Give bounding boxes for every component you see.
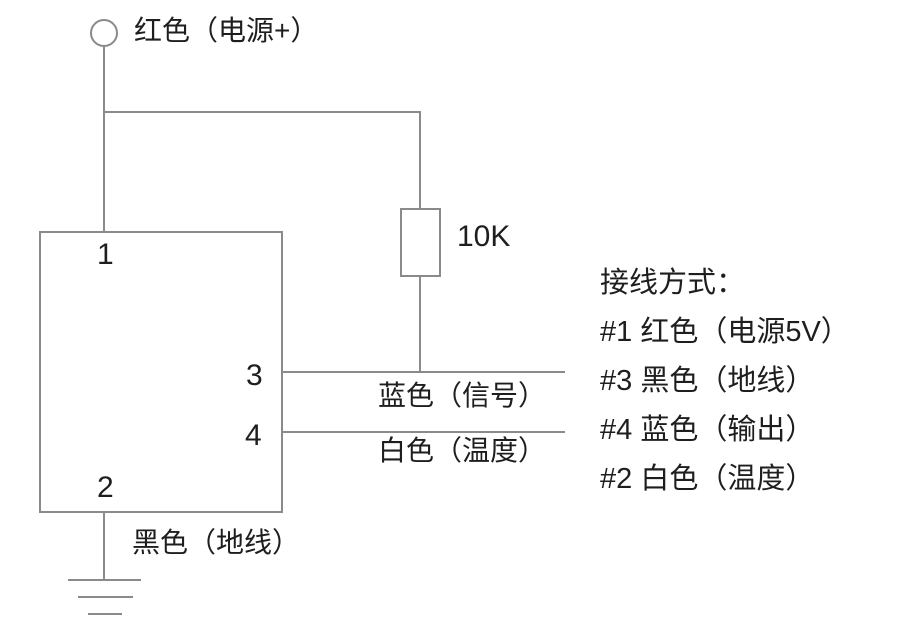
temperature-wire-label: 白色（温度） bbox=[378, 435, 547, 466]
pin-1-label: 1 bbox=[97, 238, 114, 271]
pin-2-label: 2 bbox=[97, 471, 114, 504]
legend-item: #2 白色（温度） bbox=[600, 463, 815, 495]
legend-item: #4 蓝色（输出） bbox=[600, 414, 815, 446]
resistor-value-label: 10K bbox=[457, 220, 511, 253]
signal-wire-label: 蓝色（信号） bbox=[378, 380, 547, 411]
legend-item: #3 黑色（地线） bbox=[600, 365, 815, 397]
pin-3-label: 3 bbox=[246, 359, 263, 392]
resistor-branch-wire bbox=[104, 111, 421, 210]
pin-4-label: 4 bbox=[245, 419, 262, 452]
legend-item: #1 红色（电源5V） bbox=[600, 316, 850, 348]
resistor-body bbox=[400, 208, 441, 277]
power-terminal-label: 红色（电源+） bbox=[134, 15, 319, 46]
wiring-legend: 接线方式： #1 红色（电源5V） #3 黑色（地线） #4 蓝色（输出） #2… bbox=[600, 259, 850, 504]
legend-title: 接线方式： bbox=[600, 267, 746, 299]
ground-wire-label: 黑色（地线） bbox=[132, 527, 301, 558]
power-terminal-icon bbox=[90, 19, 118, 47]
ground-symbol-icon bbox=[68, 579, 141, 615]
